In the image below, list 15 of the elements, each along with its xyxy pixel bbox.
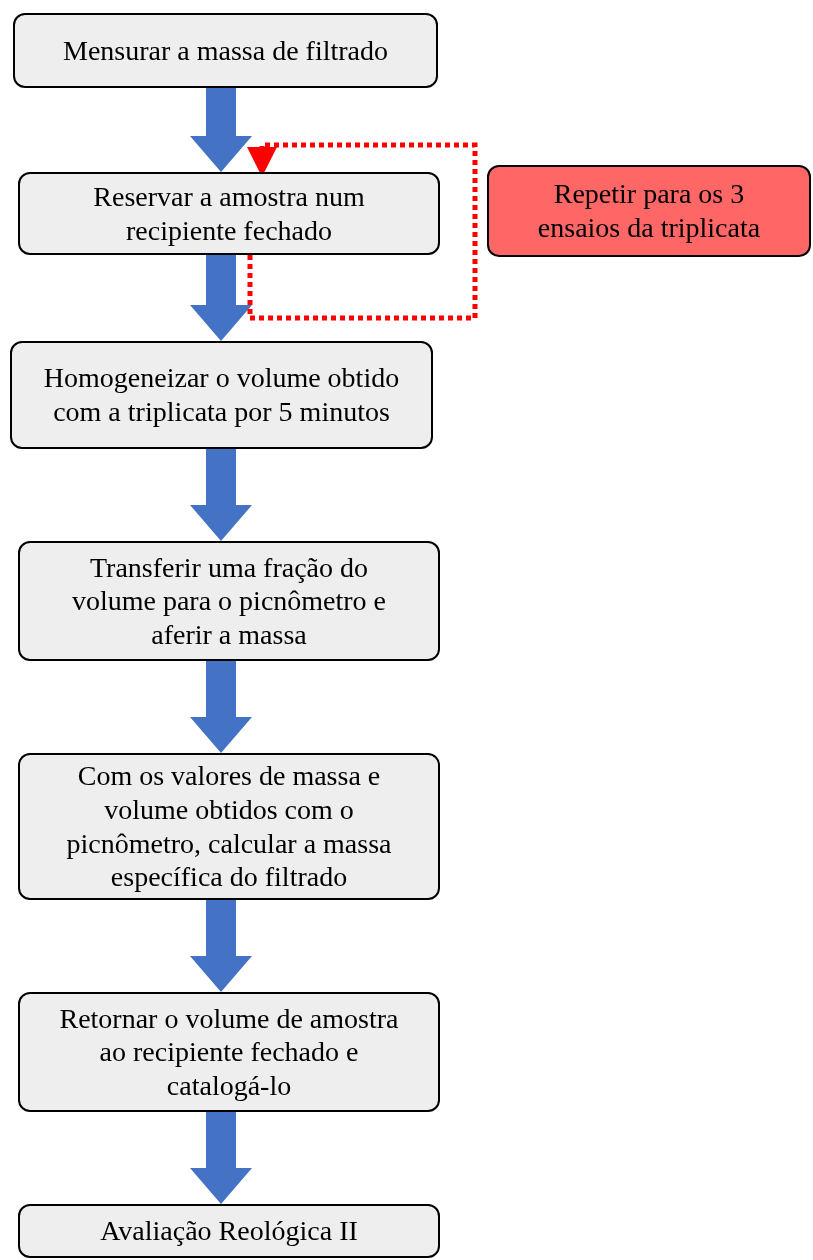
process-box: Com os valores de massa e volume obtidos com o picnômetro, calcular a massa específica do filtrado	[18, 753, 440, 900]
block-arrow	[190, 449, 252, 541]
block-arrow	[190, 900, 252, 992]
process-box: Homogeneizar o volume obtido com a triplicata por 5 minutos	[10, 341, 433, 449]
process-box: Retornar o volume de amostra ao recipiente fechado e catalogá-lo	[18, 992, 440, 1112]
process-box: Reservar a amostra num recipiente fechado	[18, 172, 440, 255]
process-box: Mensurar a massa de filtrado	[13, 13, 438, 88]
loop-arrow	[247, 142, 478, 321]
note-box: Repetir para os 3 ensaios da triplicata	[487, 165, 811, 257]
block-arrow	[190, 661, 252, 753]
process-box: Transferir uma fração do volume para o picnômetro e aferir a massa	[18, 541, 440, 661]
block-arrow	[190, 255, 252, 341]
process-box: Avaliação Reológica II	[18, 1204, 440, 1258]
block-arrow	[190, 88, 252, 172]
block-arrow	[190, 1112, 252, 1204]
